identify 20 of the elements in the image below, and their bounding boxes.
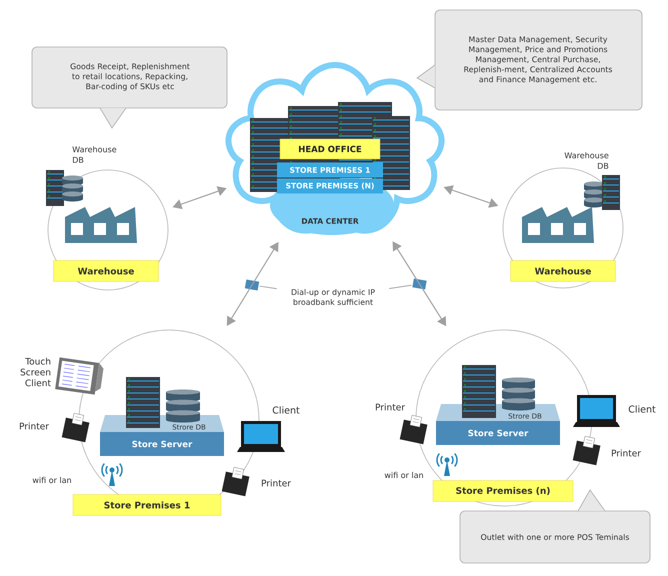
name-plate: Store Premises (n) [432,480,574,502]
db-label: Warehouse DB [564,152,608,169]
device-label: Client [628,405,656,413]
leader-line [259,286,278,290]
leader-line [388,284,412,289]
device-label: Printer [20,422,49,430]
device-label: Client [272,406,300,414]
device-label: Printer [376,404,405,410]
modem-icon [244,279,260,291]
device-label: wifi or lan [384,472,423,478]
device-label: Touch Screen Client [20,358,51,386]
title-box: HEAD OFFICE [280,138,380,160]
modem-icon [412,278,427,290]
db-label: Warehouse DB [72,146,116,163]
name-plate: Warehouse [510,260,616,282]
name-plate: Warehouse [53,260,159,282]
device-label: wifi or lan [32,476,71,484]
device-label: Printer [612,450,641,456]
device-label: Printer [262,480,291,486]
name-plate: Store Premises 1 [72,494,222,516]
